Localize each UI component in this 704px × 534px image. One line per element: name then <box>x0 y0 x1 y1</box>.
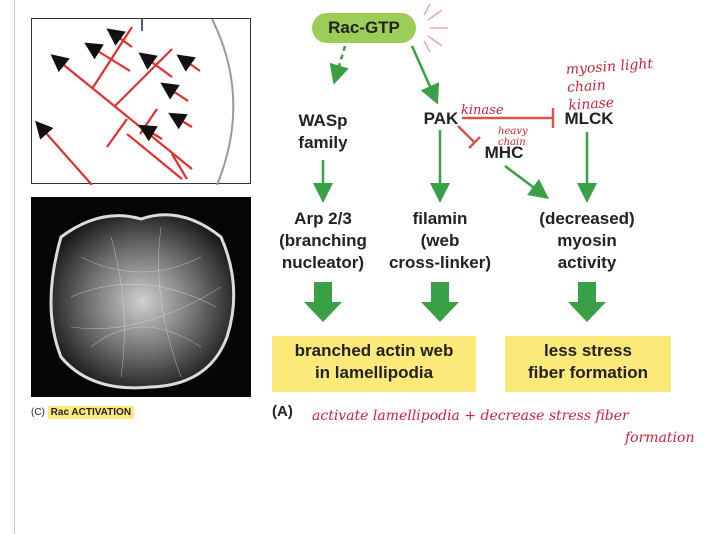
actin-tip-7 <box>138 124 163 142</box>
micrograph-svg <box>31 197 251 397</box>
mhc-node: MHC <box>484 143 524 162</box>
panel-label-a: (A) <box>272 403 293 420</box>
cell-body <box>49 213 236 390</box>
pak-node: PAK <box>423 109 459 128</box>
actin-tip-6 <box>168 112 193 130</box>
actin-branch-5 <box>106 118 128 148</box>
micrograph-tag-text: Rac ACTIVATION <box>47 406 135 419</box>
rac-gtp-label: Rac-GTP <box>328 18 400 37</box>
actin-filament-bottom <box>35 120 93 185</box>
handwriting-kinase: kinase <box>461 103 504 118</box>
handwriting-myosin-light-chain-kinase: myosin light chain kinase <box>565 56 654 114</box>
arp23-node: Arp 2/3 (branching nucleator) <box>279 209 367 272</box>
rac-activation-micrograph <box>31 197 251 397</box>
actin-tip-5 <box>160 82 189 102</box>
actin-filament-lower <box>126 133 183 180</box>
arrow-rac-to-pak <box>410 45 440 105</box>
inhibit-pak-mhc-bar <box>468 136 481 149</box>
left-frame-line <box>14 0 15 534</box>
arrow-rac-to-wasp <box>329 45 349 85</box>
handwriting-heavy-chain: heavy chain <box>498 126 528 148</box>
inhibit-pak-mhc-line <box>457 125 475 143</box>
micrograph-caption: (C) Rac ACTIVATION <box>31 406 135 419</box>
big-arrow-left <box>304 282 342 322</box>
actin-tip-1 <box>106 28 133 48</box>
handwriting-summary-line2: formation <box>625 430 695 446</box>
cell-membrane-curve <box>211 19 235 185</box>
arrow-mhc-to-decreased <box>504 165 549 199</box>
actin-tip-4 <box>176 54 201 72</box>
outcome-less-stress-fiber: less stress fiber formation <box>505 336 671 392</box>
actin-filament-main <box>50 54 193 170</box>
filamin-node: filamin (web cross-linker) <box>388 209 492 272</box>
actin-branch-svg <box>35 19 235 185</box>
wasp-family-node: WASp family <box>298 111 348 152</box>
actin-branch-2 <box>113 48 173 108</box>
big-arrow-right <box>568 282 606 322</box>
actin-branch-3 <box>171 153 188 180</box>
micrograph-tag-letter: (C) <box>31 407 45 418</box>
outcome-branched-actin: branched actin web in lamellipodia <box>272 336 476 392</box>
actin-branch-schematic <box>31 18 251 185</box>
big-arrow-middle <box>421 282 459 322</box>
gtp-starburst <box>423 3 448 53</box>
rac-gtp-pill <box>312 13 416 43</box>
handwriting-summary-line1: activate lamellipodia + decrease stress … <box>312 408 629 424</box>
actin-tip-3 <box>138 52 173 78</box>
decreased-myosin-node: (decreased) myosin activity <box>539 209 635 272</box>
mlck-node: MLCK <box>564 109 614 128</box>
actin-tip-2 <box>84 42 131 72</box>
